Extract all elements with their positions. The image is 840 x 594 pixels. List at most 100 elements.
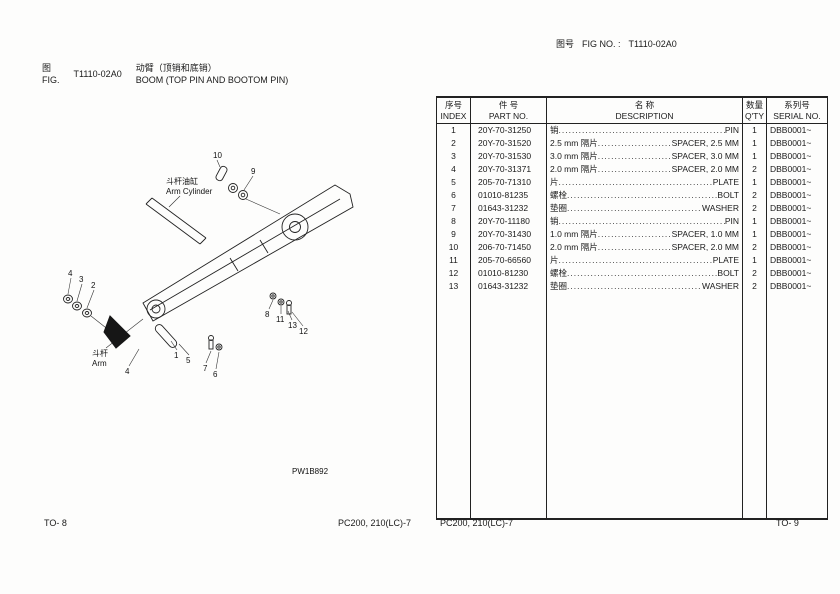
- cell-part-no: 01010-81230: [471, 267, 547, 280]
- cell-qty: 2: [743, 267, 767, 280]
- dot-leader: [567, 189, 717, 202]
- dot-leader: [598, 137, 672, 150]
- dot-leader: [559, 254, 713, 267]
- cell-description: 2.0 mm 隔片SPACER, 2.0 MM: [547, 241, 743, 254]
- cell-qty: 2: [743, 163, 767, 176]
- cell-qty: 1: [743, 124, 767, 137]
- header-qty: 数量 Q'TY: [743, 98, 767, 123]
- cell-index: 2: [437, 137, 471, 150]
- cell-index: 12: [437, 267, 471, 280]
- cell-serial: DBB0001~: [770, 216, 812, 226]
- header-desc-en: DESCRIPTION: [615, 111, 674, 121]
- fig-title-en: BOOM (TOP PIN AND BOOTOM PIN): [135, 75, 289, 85]
- header-part-cn: 件 号: [498, 100, 519, 110]
- filler-cell: [547, 293, 743, 518]
- description-cn: 2.5 mm 隔片: [550, 138, 598, 148]
- fig-title-cn: 动臂（顶销和底销）: [135, 63, 217, 73]
- header-serial-no: 系列号 SERIAL NO.: [767, 98, 827, 123]
- header-index-en: INDEX: [440, 111, 467, 121]
- description-cn: 片: [550, 177, 559, 187]
- filler-cell: [767, 293, 827, 518]
- cell-qty: 1: [743, 176, 767, 189]
- diagram-callouts: 10 9 4 3 2 1 5 4 7 6 8 11 13 12: [68, 151, 308, 379]
- dot-leader: [598, 163, 672, 176]
- cell-qty: 1: [743, 228, 767, 241]
- fig-no-label-en: FIG NO. :: [582, 39, 621, 49]
- dot-leader: [567, 202, 702, 215]
- callout-5: 5: [186, 356, 191, 365]
- cell-serial: DBB0001~: [770, 151, 812, 161]
- fig-label-block: 图 FIG.: [42, 62, 60, 86]
- cell-serial: DBB0001~: [770, 177, 812, 187]
- cell-description: 片PLATE: [547, 176, 743, 189]
- cell-index: 7: [437, 202, 471, 215]
- description-cn: 3.0 mm 隔片: [550, 151, 598, 161]
- cell-part-no: 206-70-71450: [471, 241, 547, 254]
- fig-no-line: 图号 FIG NO. : T1110-02A0: [556, 38, 677, 50]
- model-code-left: PC200, 210(LC)-7: [338, 518, 412, 528]
- dot-leader: [598, 150, 672, 163]
- cell-part-no: 20Y-70-31520: [471, 137, 547, 150]
- arm-label-cn: 斗杆: [92, 348, 108, 358]
- model-code-right: PC200, 210(LC)-7: [440, 518, 514, 528]
- description-en: SPACER, 2.0 MM: [671, 164, 739, 174]
- callout-11: 11: [276, 315, 285, 324]
- cell-index: 3: [437, 150, 471, 163]
- cell-serial: DBB0001~: [770, 268, 812, 278]
- cell-serial: DBB0001~: [770, 138, 812, 148]
- dot-leader: [567, 267, 717, 280]
- cell-serial: DBB0001~: [770, 125, 812, 135]
- header-index: 序号 INDEX: [437, 98, 471, 123]
- cell-qty: 1: [743, 254, 767, 267]
- callout-9: 9: [251, 167, 256, 176]
- filler-cell: [743, 293, 767, 518]
- fig-number: T1110-02A0: [73, 69, 122, 79]
- parts-table-rows: 120Y-70-31250销PIN1DBB0001~220Y-70-315202…: [437, 124, 827, 518]
- cell-qty: 1: [743, 150, 767, 163]
- cell-description: 螺栓BOLT: [547, 267, 743, 280]
- callout-7: 7: [203, 364, 208, 373]
- table-filler-row: [437, 293, 827, 518]
- cell-index: 1: [437, 124, 471, 137]
- cell-part-no: 01643-31232: [471, 280, 547, 293]
- drawing-note: PW1B892: [292, 467, 329, 476]
- description-cn: 螺栓: [550, 268, 568, 278]
- cell-part-no: 20Y-70-31530: [471, 150, 547, 163]
- boom-exploded-diagram: 斗杆油缸 Arm Cylinder 斗杆 Arm PW1B892 10 9 4 …: [63, 151, 354, 476]
- description-en: WASHER: [702, 281, 739, 291]
- cell-qty: 2: [743, 241, 767, 254]
- callout-10: 10: [213, 151, 222, 160]
- table-header-row: 序号 INDEX 件 号 PART NO. 名 称 DESCRIPTION 数量…: [437, 98, 827, 124]
- fig-label-cn: 图: [42, 63, 52, 73]
- cell-qty: 2: [743, 280, 767, 293]
- cell-part-no: 01643-31232: [471, 202, 547, 215]
- cell-description: 销PIN: [547, 215, 743, 228]
- header-serial-cn: 系列号: [784, 100, 810, 110]
- cell-description: 3.0 mm 隔片SPACER, 3.0 MM: [547, 150, 743, 163]
- description-cn: 销: [550, 125, 559, 135]
- description-cn: 1.0 mm 隔片: [550, 229, 598, 239]
- cell-serial: DBB0001~: [770, 203, 812, 213]
- description-cn: 垫圈: [550, 281, 568, 291]
- cell-index: 13: [437, 280, 471, 293]
- arm-cylinder-label-en: Arm Cylinder: [166, 187, 213, 196]
- cell-part-no: 01010-81235: [471, 189, 547, 202]
- cell-serial: DBB0001~: [770, 255, 812, 265]
- page-number-left: TO- 8: [44, 518, 67, 528]
- callout-13: 13: [288, 321, 297, 330]
- fig-no-value: T1110-02A0: [628, 39, 677, 49]
- fig-number-block: T1110-02A0: [74, 62, 122, 86]
